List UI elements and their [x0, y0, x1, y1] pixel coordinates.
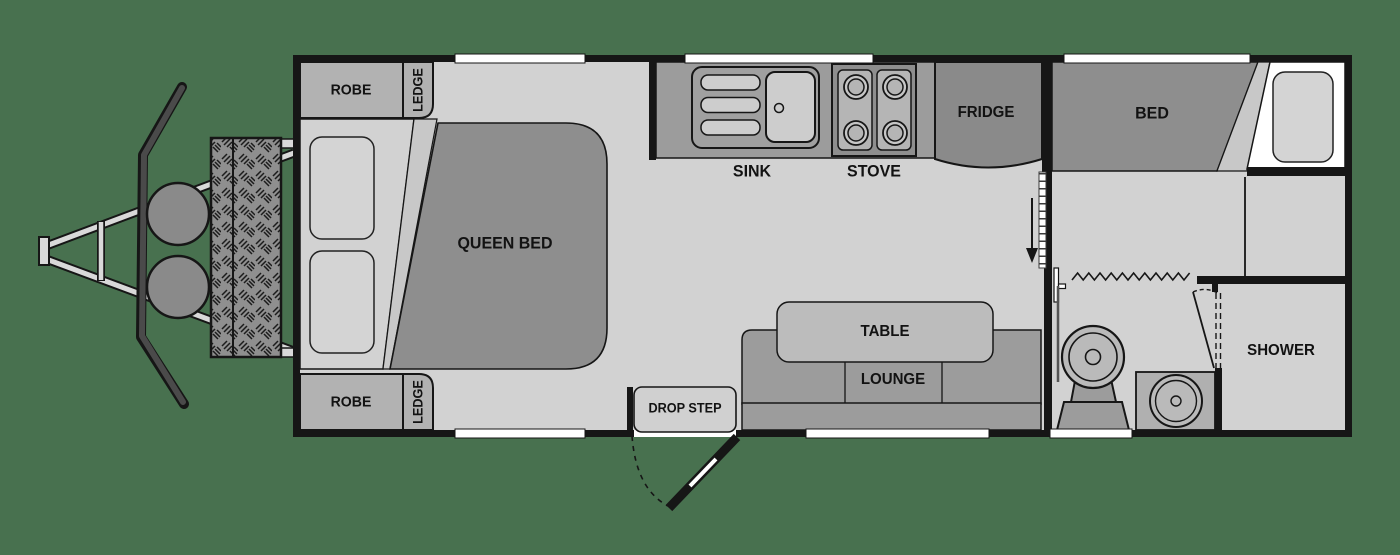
- robe-bottom-label: ROBE: [330, 393, 372, 411]
- queen-bed-mattress: [389, 122, 608, 370]
- stove-label: STOVE: [847, 161, 901, 181]
- drop-step-label: DROP STEP: [648, 400, 722, 416]
- queen-bed-area: [299, 118, 608, 370]
- window-icon: [1063, 53, 1251, 64]
- windows: [454, 53, 1251, 439]
- shower-label: SHOWER: [1247, 342, 1315, 359]
- ledge-top: [402, 61, 434, 119]
- stove-burner-icon: [843, 74, 908, 146]
- entry-door-opening: [634, 430, 736, 437]
- lounge-label: LOUNGE: [860, 371, 926, 388]
- window-icon: [805, 428, 990, 439]
- ledge-bottom: [402, 373, 434, 431]
- stove-icon: [831, 63, 917, 157]
- sliding-door-icon: [1038, 171, 1047, 269]
- window-icon: [454, 428, 586, 439]
- bed-foot-wall: [1247, 167, 1345, 176]
- entry-door-icon: [631, 433, 741, 512]
- bedroom-divider: [1026, 55, 1067, 430]
- robe-top-label: ROBE: [330, 81, 372, 99]
- rear-bed-area: [1051, 61, 1346, 276]
- toilet-icon: [1055, 324, 1131, 431]
- ledge-bottom-label: LEDGE: [410, 380, 426, 424]
- pillow-icon: [309, 136, 375, 240]
- bathroom: [1055, 271, 1345, 431]
- door-jamb-icon: [1053, 267, 1067, 382]
- lounge-seat-front: [741, 402, 1042, 431]
- kitchen-wall-stub: [649, 62, 656, 160]
- divider-wall-bottom: [1044, 172, 1052, 430]
- concertina-door-icon: [1071, 271, 1191, 282]
- kitchen: [649, 61, 1043, 169]
- pillow-icon: [1272, 71, 1334, 163]
- robe-top: [299, 61, 404, 119]
- sink-label: SINK: [732, 161, 772, 181]
- window-icon: [1049, 428, 1133, 439]
- sink-icon: [691, 66, 820, 149]
- shower-door-icon: [1192, 288, 1222, 369]
- drawbar-assembly: [38, 82, 296, 409]
- window-icon: [454, 53, 586, 64]
- front-storage: [299, 61, 434, 431]
- queen-bed-label: QUEEN BED: [457, 233, 553, 253]
- entry: [627, 386, 741, 512]
- dinette-table: [776, 301, 994, 363]
- drop-step: [633, 386, 737, 433]
- dinette: [741, 301, 1042, 431]
- fridge-cabinet: [934, 61, 1043, 169]
- gas-bottle-icon: [145, 181, 211, 247]
- gas-bottle-icon: [145, 254, 211, 320]
- bathroom-front-wall: [1197, 276, 1345, 284]
- shower-door-post: [1212, 280, 1218, 292]
- table-label: TABLE: [860, 323, 910, 340]
- vanity-basin-icon: [1135, 371, 1216, 431]
- window-icon: [684, 53, 874, 64]
- ledge-top-label: LEDGE: [410, 68, 426, 112]
- pillow-icon: [309, 250, 375, 354]
- entry-wall-stub: [627, 387, 633, 432]
- checkerplate-toolbox-icon: [209, 136, 295, 359]
- divider-wall-top: [1042, 55, 1052, 172]
- fridge-label: FRIDGE: [957, 104, 1015, 121]
- shower-wall: [1215, 368, 1222, 430]
- bed-label: BED: [1135, 103, 1169, 123]
- door-swing-arrow-icon: [1026, 198, 1038, 263]
